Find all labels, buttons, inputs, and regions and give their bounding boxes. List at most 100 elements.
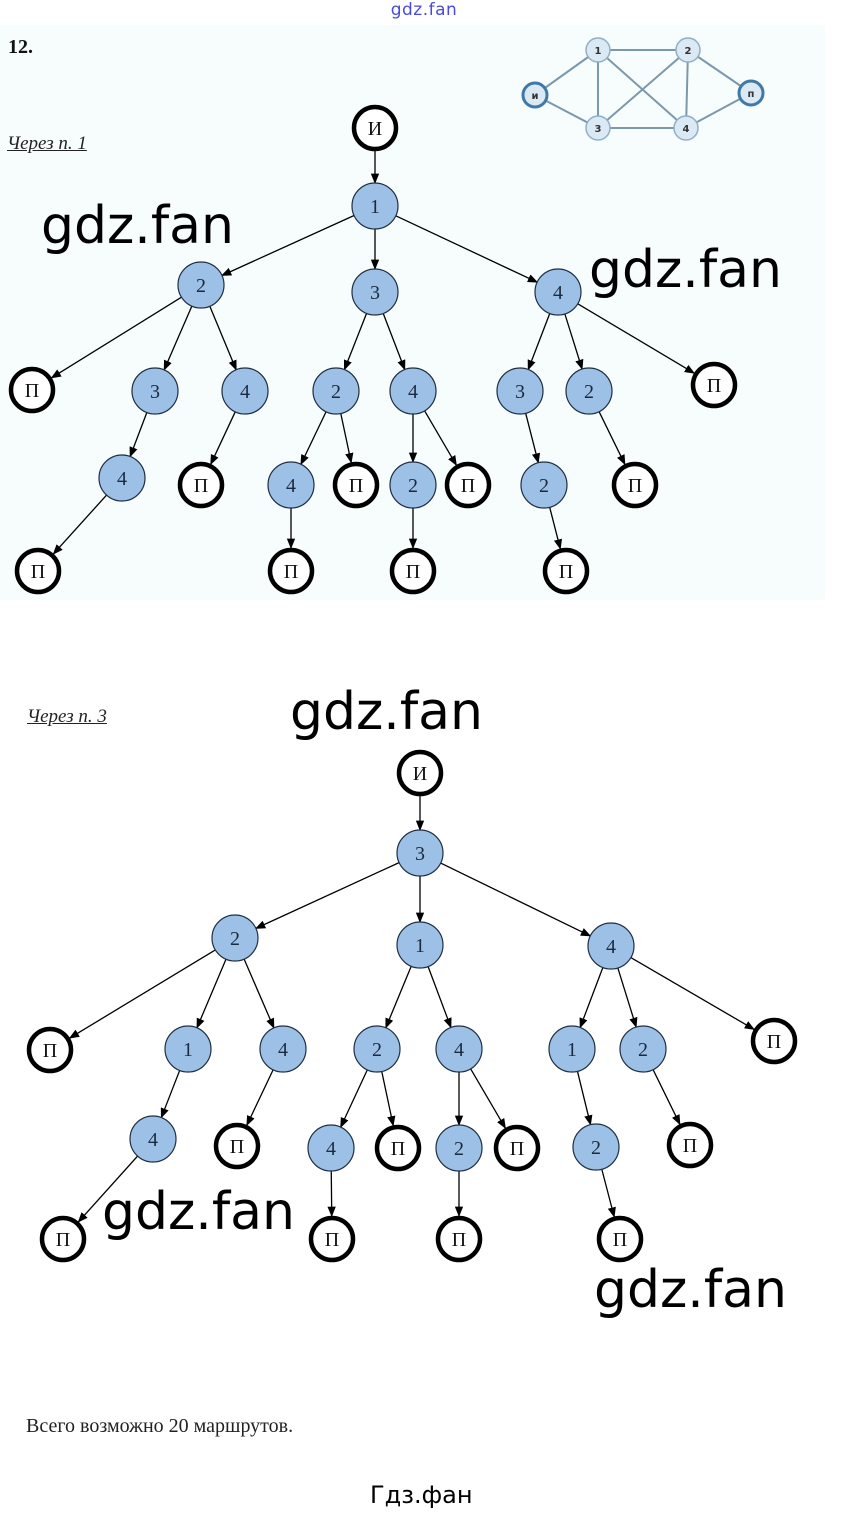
tree-node-label: 2 [584,381,594,403]
tree-node-label: 1 [567,1039,577,1061]
graph-node-label: 1 [595,46,602,57]
tree-node-label: П [230,1136,244,1158]
tree-vertex-node: 4 [98,454,146,502]
tree-node-label: 4 [553,282,563,304]
tree-node-label: П [452,1229,466,1251]
tree-arrow [243,958,275,1029]
tree-arrow [630,957,756,1030]
tree-node-label: П [56,1229,70,1251]
tree-vertex-node: 2 [389,461,437,509]
graph-node [585,37,611,63]
tree-vertex-node: 2 [211,914,259,962]
tree-node-label: П [461,475,475,497]
summary-text: Всего возможно 20 маршрутов. [26,1415,294,1437]
tree-arrow [549,507,563,550]
section-caption-via-1: Через п. 1 [7,133,87,154]
tree-vertex-node: 4 [307,1124,355,1172]
graph-edge [597,49,689,129]
tree-end-node: П [435,1215,483,1263]
tree-arrow [395,215,539,283]
tree-node-label: 2 [539,475,549,497]
tree-node-label: П [559,561,573,583]
tree-end-node: П [666,1121,714,1169]
tree-arrow [254,862,400,929]
tree-vertex-node: 4 [221,367,269,415]
tree-node-label: 4 [408,381,418,403]
tree-arrow [470,1068,506,1130]
tree-node-label: 2 [454,1138,464,1160]
tree-arrow [427,966,452,1029]
tree-node-label: 2 [638,1039,648,1061]
problem-number: 12. [8,36,33,58]
tree-arrow [564,313,584,371]
footer-watermark: Гдз.фан [370,1481,473,1509]
tree-vertex-node: 4 [534,268,582,316]
tree-vertex-node: 3 [351,268,399,316]
tree-node-label: П [391,1138,405,1160]
tree-arrow [220,214,355,277]
tree-vertex-node: 4 [587,922,635,970]
graph-node [673,115,699,141]
tree-vertex-node: 2 [353,1025,401,1073]
tree-vertex-node: 2 [312,367,360,415]
graph-node-label: 2 [685,46,692,57]
tree-node-label: 4 [286,475,296,497]
tree-node-label: 4 [240,381,250,403]
watermark: gdz.fan [290,682,483,742]
tree-arrow [340,413,354,464]
tree-node-label: 2 [408,475,418,497]
tree-vertex-node: 1 [164,1025,212,1073]
tree-node-label: П [613,1229,627,1251]
tree-arrow [576,1071,593,1126]
tree-vertex-node: 3 [396,829,444,877]
tree-node-label: 2 [591,1137,601,1159]
tree-arrow [343,313,368,371]
tree-node-label: 3 [370,282,380,304]
tree-node-label: 1 [183,1039,193,1061]
tree-end-node: П [177,461,225,509]
tree-arrow [381,1071,396,1127]
tree-vertex-node: 2 [572,1123,620,1171]
tree-node-label: П [284,561,298,583]
tree-arrow [210,411,236,466]
tree-node-label: 1 [415,935,425,957]
tree-start-node: И [396,749,444,797]
tree-node-label: 3 [515,381,525,403]
tree-node-label: 2 [331,381,341,403]
tree-vertex-node: 1 [548,1025,596,1073]
tree-vertex-node: 3 [496,367,544,415]
tree-vertex-node: 1 [351,182,399,230]
tree-node-label: 2 [230,928,240,950]
tree-vertex-node: 2 [435,1124,483,1172]
watermark-top: gdz.fan [390,0,458,20]
tree-end-node: П [542,547,590,595]
tree-node-label: 4 [454,1039,464,1061]
tree-end-node: П [596,1215,644,1263]
graph-node-label: п [748,89,755,100]
tree-node-label: П [628,475,642,497]
tree-node-label: 4 [278,1039,288,1061]
tree-end-node: П [374,1124,422,1172]
tree-end-node: П [332,461,380,509]
graph-node-label: 3 [595,124,602,135]
tree-arrow [598,411,626,466]
tree-end-node: П [8,366,56,414]
tree-arrow [129,412,148,458]
tree-end-node: П [690,361,738,409]
tree-node-label: 4 [148,1129,158,1151]
tree-node-label: П [510,1138,524,1160]
tree-end-node: П [444,461,492,509]
tree-node-label: 2 [196,275,206,297]
tree-node-label: П [325,1229,339,1251]
tree-vertex-node: 4 [435,1025,483,1073]
tree-node-label: 4 [606,936,616,958]
tree-vertex-node: 2 [619,1025,667,1073]
graph-edge [685,49,689,129]
graph-node [585,115,611,141]
tree-node-label: П [767,1031,781,1053]
graph-node [737,79,765,107]
